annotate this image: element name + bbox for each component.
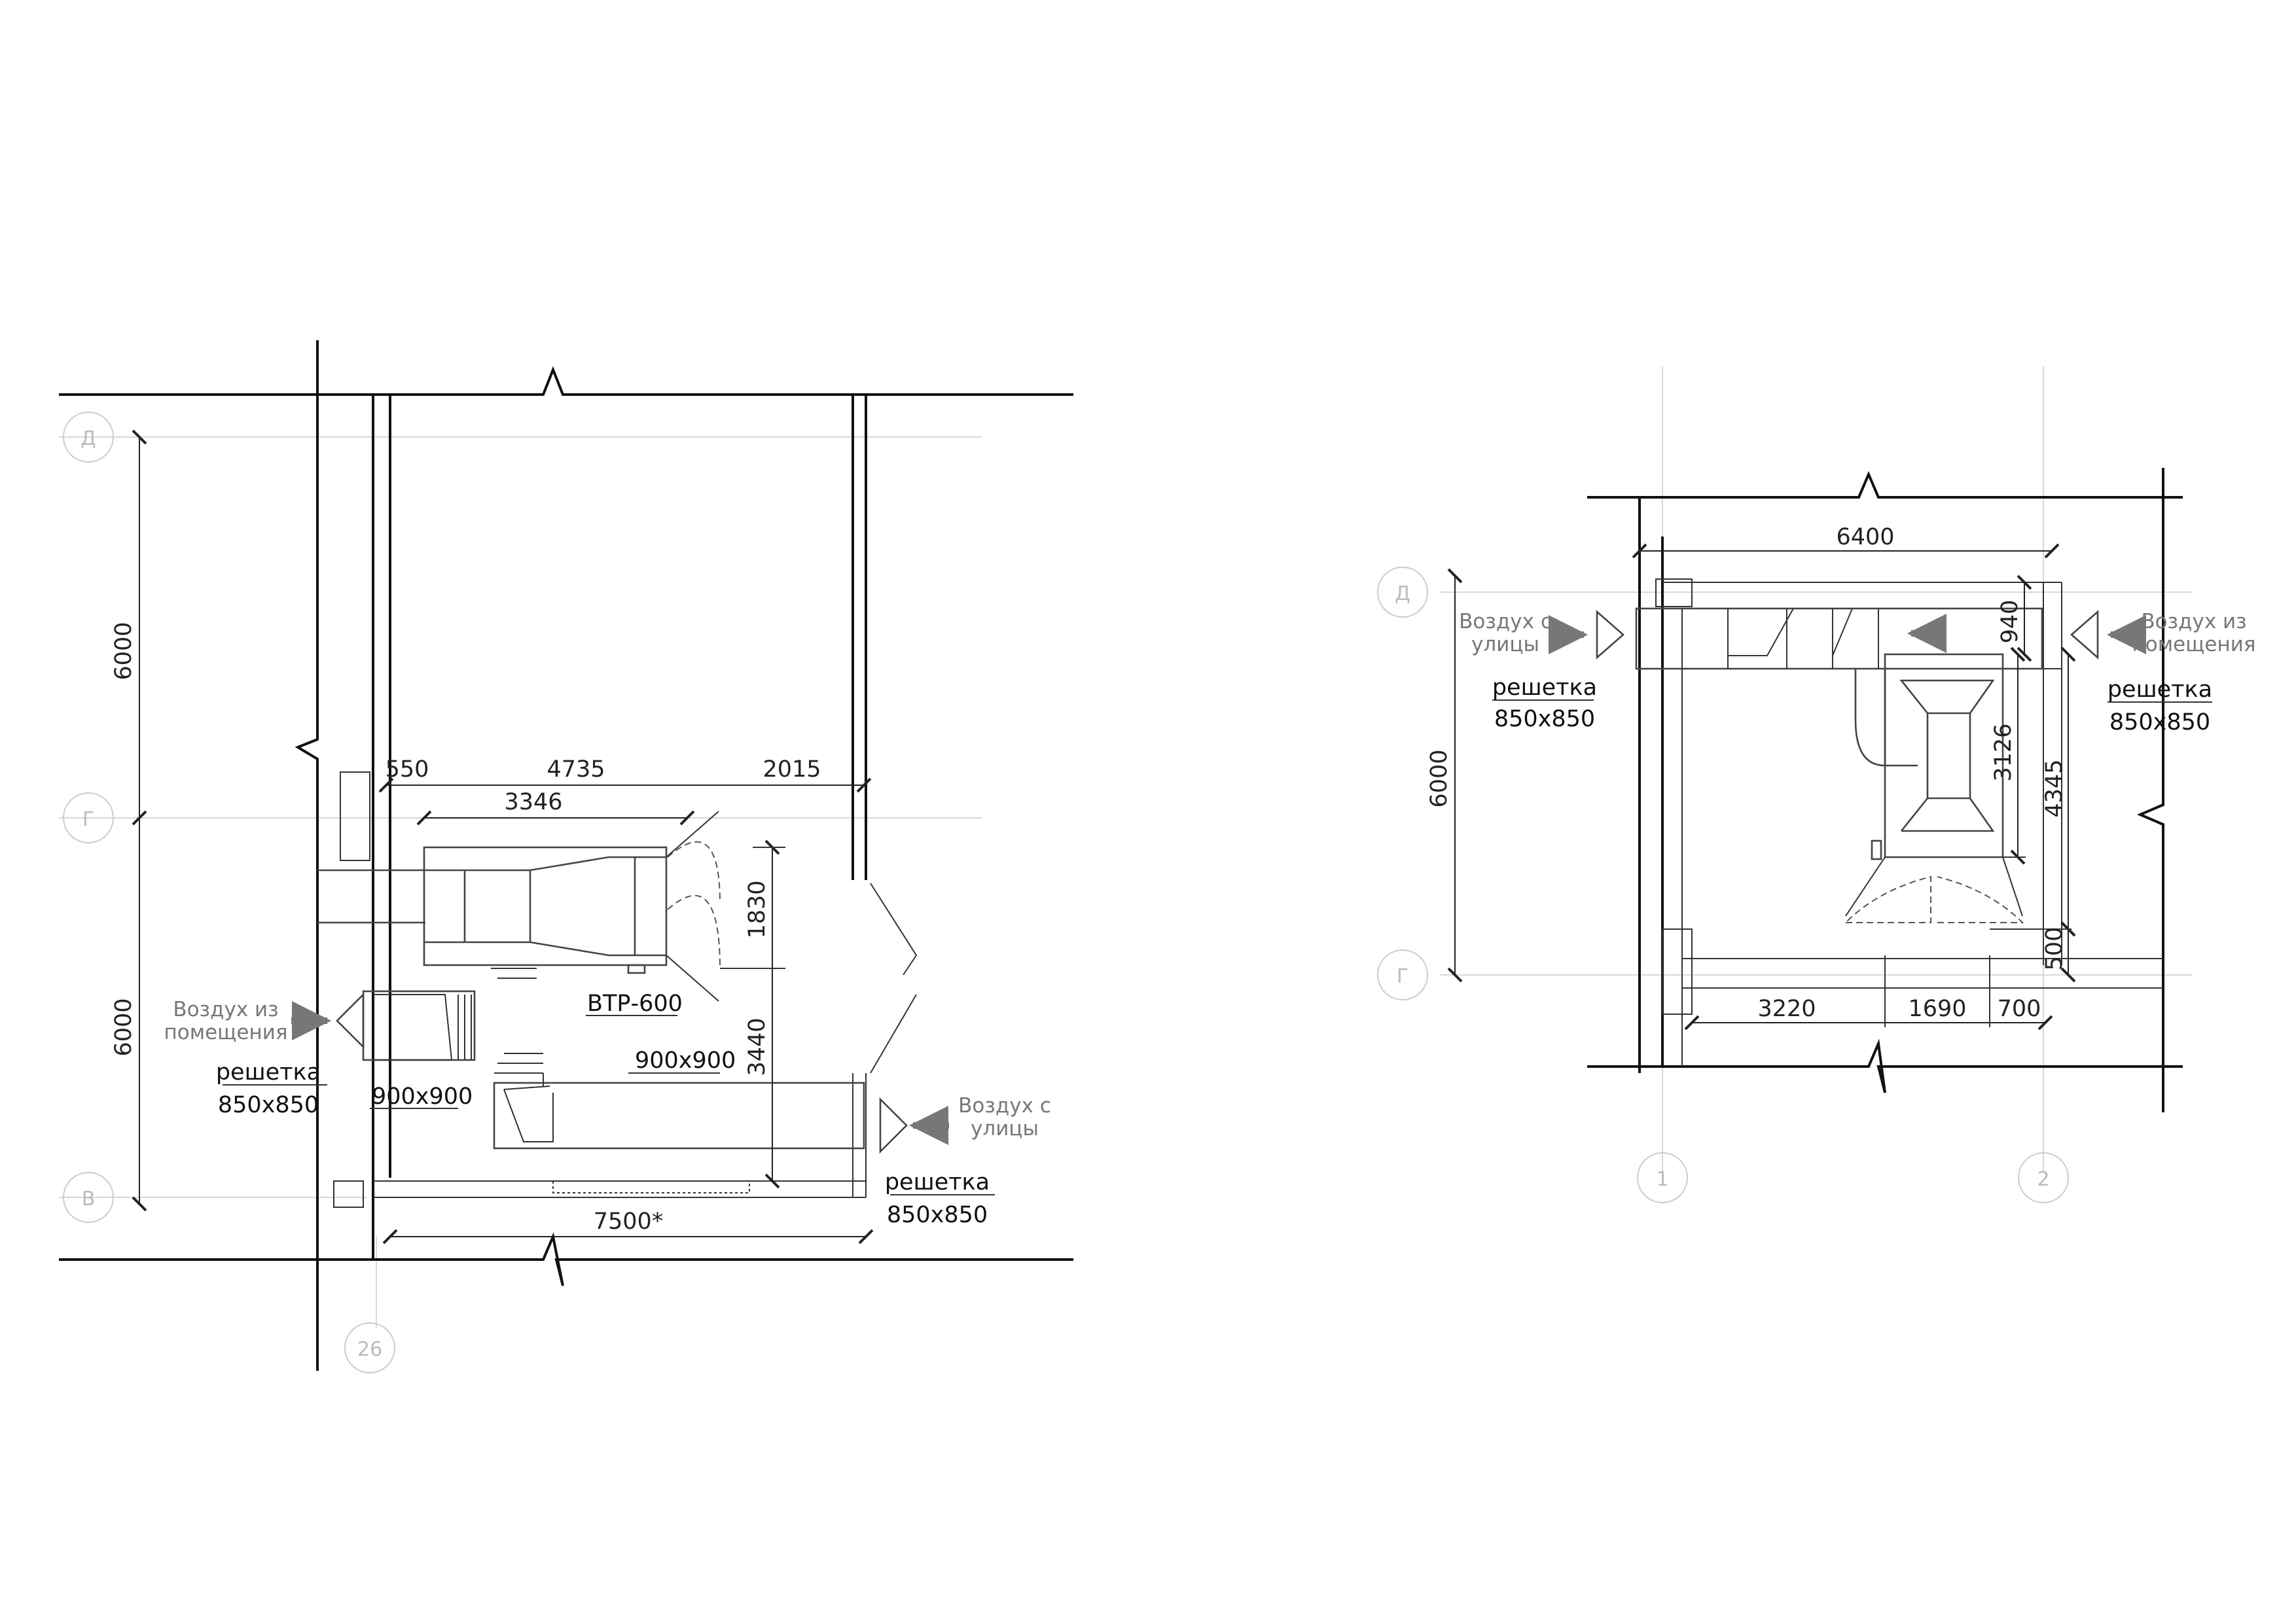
dimension-lines xyxy=(139,429,874,1244)
axis-label-d: Д xyxy=(81,427,96,450)
room-grille-size-right: 850х850 xyxy=(2109,709,2210,735)
dim-700: 700 xyxy=(1998,996,2041,1022)
dim-940: 940 xyxy=(1997,600,2023,644)
dim-500: 500 xyxy=(2041,927,2068,971)
street-grille-label: решетка xyxy=(885,1169,990,1195)
dim-4735: 4735 xyxy=(547,756,605,783)
street-grille-size-right: 850х850 xyxy=(1494,706,1595,732)
axis-label-d-right: Д xyxy=(1395,582,1410,605)
street-grille-label-right: решетка xyxy=(1492,675,1597,701)
dim-3440: 3440 xyxy=(744,1017,770,1076)
street-air-line2-right: улицы xyxy=(1471,633,1539,656)
ventilation-unit xyxy=(317,811,865,1150)
axis-label-g: Г xyxy=(82,808,94,831)
room-air-line1: Воздух из xyxy=(173,998,278,1021)
room-air-line2: помещения xyxy=(164,1021,287,1044)
street-air-line1: Воздух с xyxy=(958,1094,1051,1118)
dim-1690: 1690 xyxy=(1908,996,1966,1022)
grille-room-right xyxy=(2070,610,2146,660)
dim-height-top: 6000 xyxy=(111,622,137,680)
dim-550: 550 xyxy=(386,756,429,783)
grille-street-right xyxy=(1549,610,1624,660)
room-air-line1-right: Воздух из xyxy=(2141,610,2246,633)
grid-lines-right xyxy=(1440,366,2193,1171)
plan-left: Д Г В 26 6000 6000 550 4735 2015 3346 18… xyxy=(59,340,1073,1373)
room-air-line2-right: помещения xyxy=(2132,633,2255,656)
grid-lines xyxy=(59,436,982,1328)
room-grille-label-right: решетка xyxy=(2108,677,2212,703)
axis-markers-right xyxy=(1377,567,2069,1203)
grille-street-left xyxy=(879,1097,949,1154)
axis-label-g-right: Г xyxy=(1397,965,1408,988)
dim-3220: 3220 xyxy=(1757,996,1816,1022)
axis-label-col: 26 xyxy=(357,1338,382,1361)
dim-4345: 4345 xyxy=(2041,759,2068,817)
dim-2015: 2015 xyxy=(762,756,821,783)
duct-label-b: 900х900 xyxy=(372,1084,473,1110)
axis-label-1: 1 xyxy=(1656,1168,1668,1191)
axis-label-v: В xyxy=(82,1188,96,1210)
plan-right: Д Г 1 2 6400 940 3126 4345 500 6000 3220… xyxy=(1377,366,2256,1203)
duct-label-a: 900х900 xyxy=(635,1048,736,1074)
dim-1830: 1830 xyxy=(744,880,770,938)
grille-room-left xyxy=(291,992,365,1050)
dim-height-bottom: 6000 xyxy=(111,998,137,1056)
street-air-line1-right: Воздух с xyxy=(1459,610,1552,633)
dimension-lines-right xyxy=(1447,543,2076,1031)
axis-label-2: 2 xyxy=(2037,1168,2049,1191)
dim-3346: 3346 xyxy=(504,789,562,815)
dim-3126: 3126 xyxy=(1990,723,2017,781)
dim-6400: 6400 xyxy=(1836,524,1894,550)
unit-label: ВТР-600 xyxy=(587,991,683,1017)
street-air-line2: улицы xyxy=(971,1117,1039,1140)
street-grille-size: 850х850 xyxy=(887,1202,988,1228)
dim-6000-right: 6000 xyxy=(1426,749,1452,807)
dim-7500: 7500* xyxy=(594,1209,664,1235)
room-grille-size: 850х850 xyxy=(218,1092,319,1118)
axis-markers xyxy=(63,412,395,1373)
ventilation-unit-right xyxy=(1635,607,2043,923)
room-grille-label: решетка xyxy=(216,1059,321,1086)
